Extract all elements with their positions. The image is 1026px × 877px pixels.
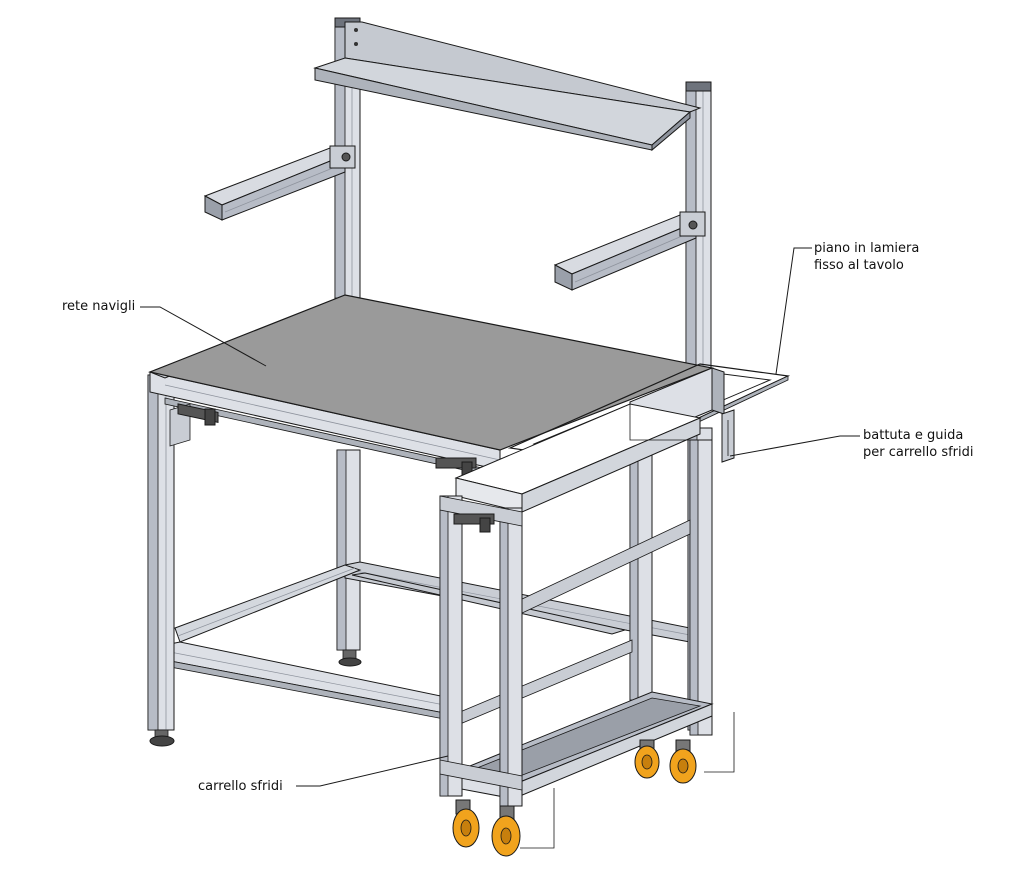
- scrap-cart: [439, 403, 714, 807]
- label-piano-line2: fisso al tavolo: [814, 258, 904, 273]
- top-shelf: [313, 21, 702, 152]
- leader-lines: [140, 247, 860, 787]
- wheel-back-left: [634, 739, 660, 779]
- table-top: [147, 294, 715, 479]
- label-rete-navigli-text: rete navigli: [62, 299, 136, 314]
- cart-wheels: [452, 739, 697, 857]
- front-left-leg: [147, 374, 175, 747]
- leader-piano: [775, 247, 812, 375]
- label-carrello-sfridi: carrello sfridi: [198, 778, 283, 795]
- left-drawer-handle: [177, 403, 219, 426]
- leader-rete-navigli: [140, 306, 267, 367]
- label-piano-in-lamiera: piano in lamiera fisso al tavolo: [814, 240, 919, 274]
- leader-battuta: [729, 435, 860, 457]
- label-battuta-e-guida: battuta e guida per carrello sfridi: [863, 427, 974, 461]
- leader-carrello: [296, 755, 449, 787]
- table-lower-frame: [164, 561, 691, 723]
- right-arm: [553, 211, 706, 291]
- wheel-back-right: [669, 739, 697, 784]
- dimension-ticks: [520, 712, 735, 849]
- wheel-front-right: [491, 805, 521, 857]
- wheel-front-left: [452, 799, 480, 848]
- left-arm: [203, 145, 356, 221]
- back-left-leg: [336, 449, 362, 667]
- label-battuta-line1: battuta e guida: [863, 428, 964, 443]
- label-carrello-sfridi-text: carrello sfridi: [198, 779, 283, 794]
- label-piano-line1: piano in lamiera: [814, 241, 920, 256]
- label-rete-navigli: rete navigli: [62, 298, 135, 315]
- label-battuta-line2: per carrello sfridi: [863, 445, 974, 460]
